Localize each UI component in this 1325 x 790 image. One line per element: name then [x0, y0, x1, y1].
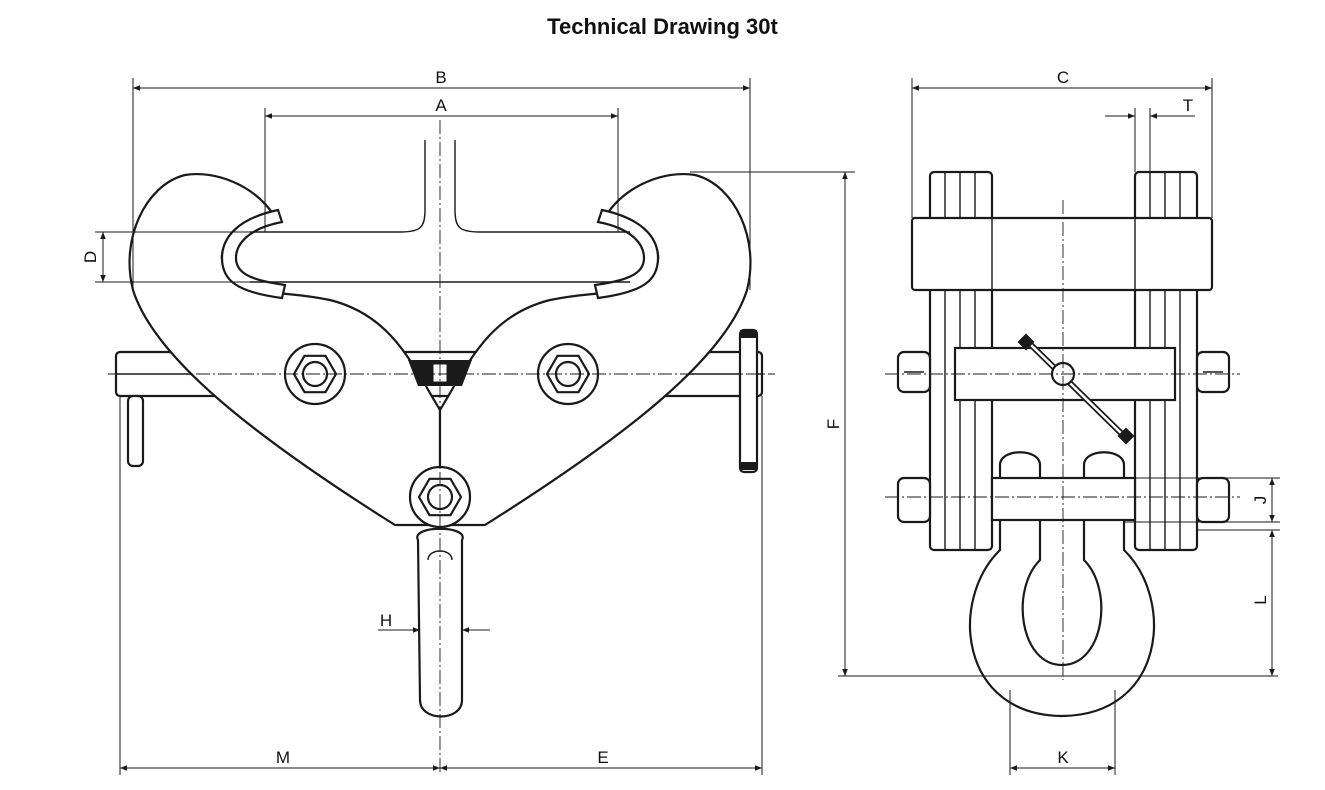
dim-label-a: A	[435, 96, 447, 115]
dimension-labels: B A D F H M E C T J L K	[81, 68, 1270, 767]
side-view	[885, 170, 1240, 718]
dim-label-m: M	[276, 748, 290, 767]
dim-label-h: H	[380, 611, 392, 630]
right-pivot-nut	[536, 342, 600, 406]
left-jaw	[128, 173, 442, 527]
dim-label-t: T	[1183, 96, 1193, 115]
right-wear-pad	[593, 208, 660, 300]
dim-label-b: B	[435, 68, 446, 87]
dim-label-l: L	[1251, 595, 1270, 604]
dim-label-j: J	[1251, 496, 1270, 505]
tommy-handle	[126, 328, 759, 474]
right-jaw	[438, 173, 752, 527]
upper-bolt	[896, 350, 1231, 394]
lower-bolt	[896, 476, 1231, 524]
drawing-title: Technical Drawing 30t	[547, 14, 778, 39]
dimension-lines	[95, 78, 1280, 775]
dim-label-e: E	[597, 748, 608, 767]
dim-label-f: F	[824, 419, 843, 429]
front-view	[108, 120, 775, 775]
top-spacer	[910, 216, 1214, 292]
dim-label-d: D	[81, 251, 100, 263]
dim-label-k: K	[1057, 748, 1069, 767]
dim-label-c: C	[1057, 68, 1069, 87]
